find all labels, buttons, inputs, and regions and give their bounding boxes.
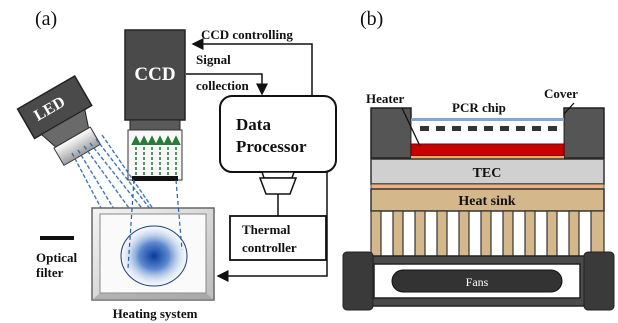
thermal-controller-box [229,215,327,261]
tec-layer [370,158,605,185]
ccd-label: CCD [134,64,175,85]
heater-pointer [401,107,421,147]
thermal-controller-label-1: Thermal [242,222,291,237]
optical-filter [40,236,74,240]
heat-sink-fins [370,210,605,258]
panel-a-label: (a) [35,8,57,30]
fan-assembly [342,251,615,311]
heat-sink-label: Heat sink [458,194,515,209]
heater-layer [410,143,565,157]
processor-stand-neck [260,171,296,179]
pcr-chip [410,119,565,145]
detection-arrows [131,135,181,175]
led-source [16,74,102,167]
data-processor-box [219,95,337,173]
thermal-controller-label-2: controller [242,240,297,255]
data-processor-label-2: Processor [236,137,307,156]
optical-filter-label-2: filter [36,265,64,280]
fans-label: Fans [466,275,489,289]
pcr-chip-wells [420,126,557,131]
pcr-chip-label: PCR chip [452,100,506,115]
heater-label: Heater [366,91,404,106]
heating-system-plate [91,207,215,301]
panel-b-label: (b) [360,8,383,30]
tec-label: TEC [473,166,502,181]
cover-right [563,107,605,159]
ccd-to-plate-lines [127,179,183,269]
processor-stand-base [258,177,298,195]
data-processor-label-1: Data [236,115,271,134]
heating-system-label: Heating system [113,306,198,321]
thermal-to-heating-arrow [216,172,328,282]
heater-interface [411,156,564,159]
cover-pointer [563,102,575,115]
ccd-controlling-label: CCD controlling [201,27,293,42]
optical-filter-label-1: Optical [36,250,78,265]
signal-collection-arrow [186,73,268,96]
ccd-controlling-arrow [191,38,313,96]
cover-label: Cover [544,86,578,101]
signal-collection-label-2: collection [196,78,249,93]
signal-collection-label-1: Signal [196,52,231,67]
pcr-chip-cover-glass [411,118,564,121]
